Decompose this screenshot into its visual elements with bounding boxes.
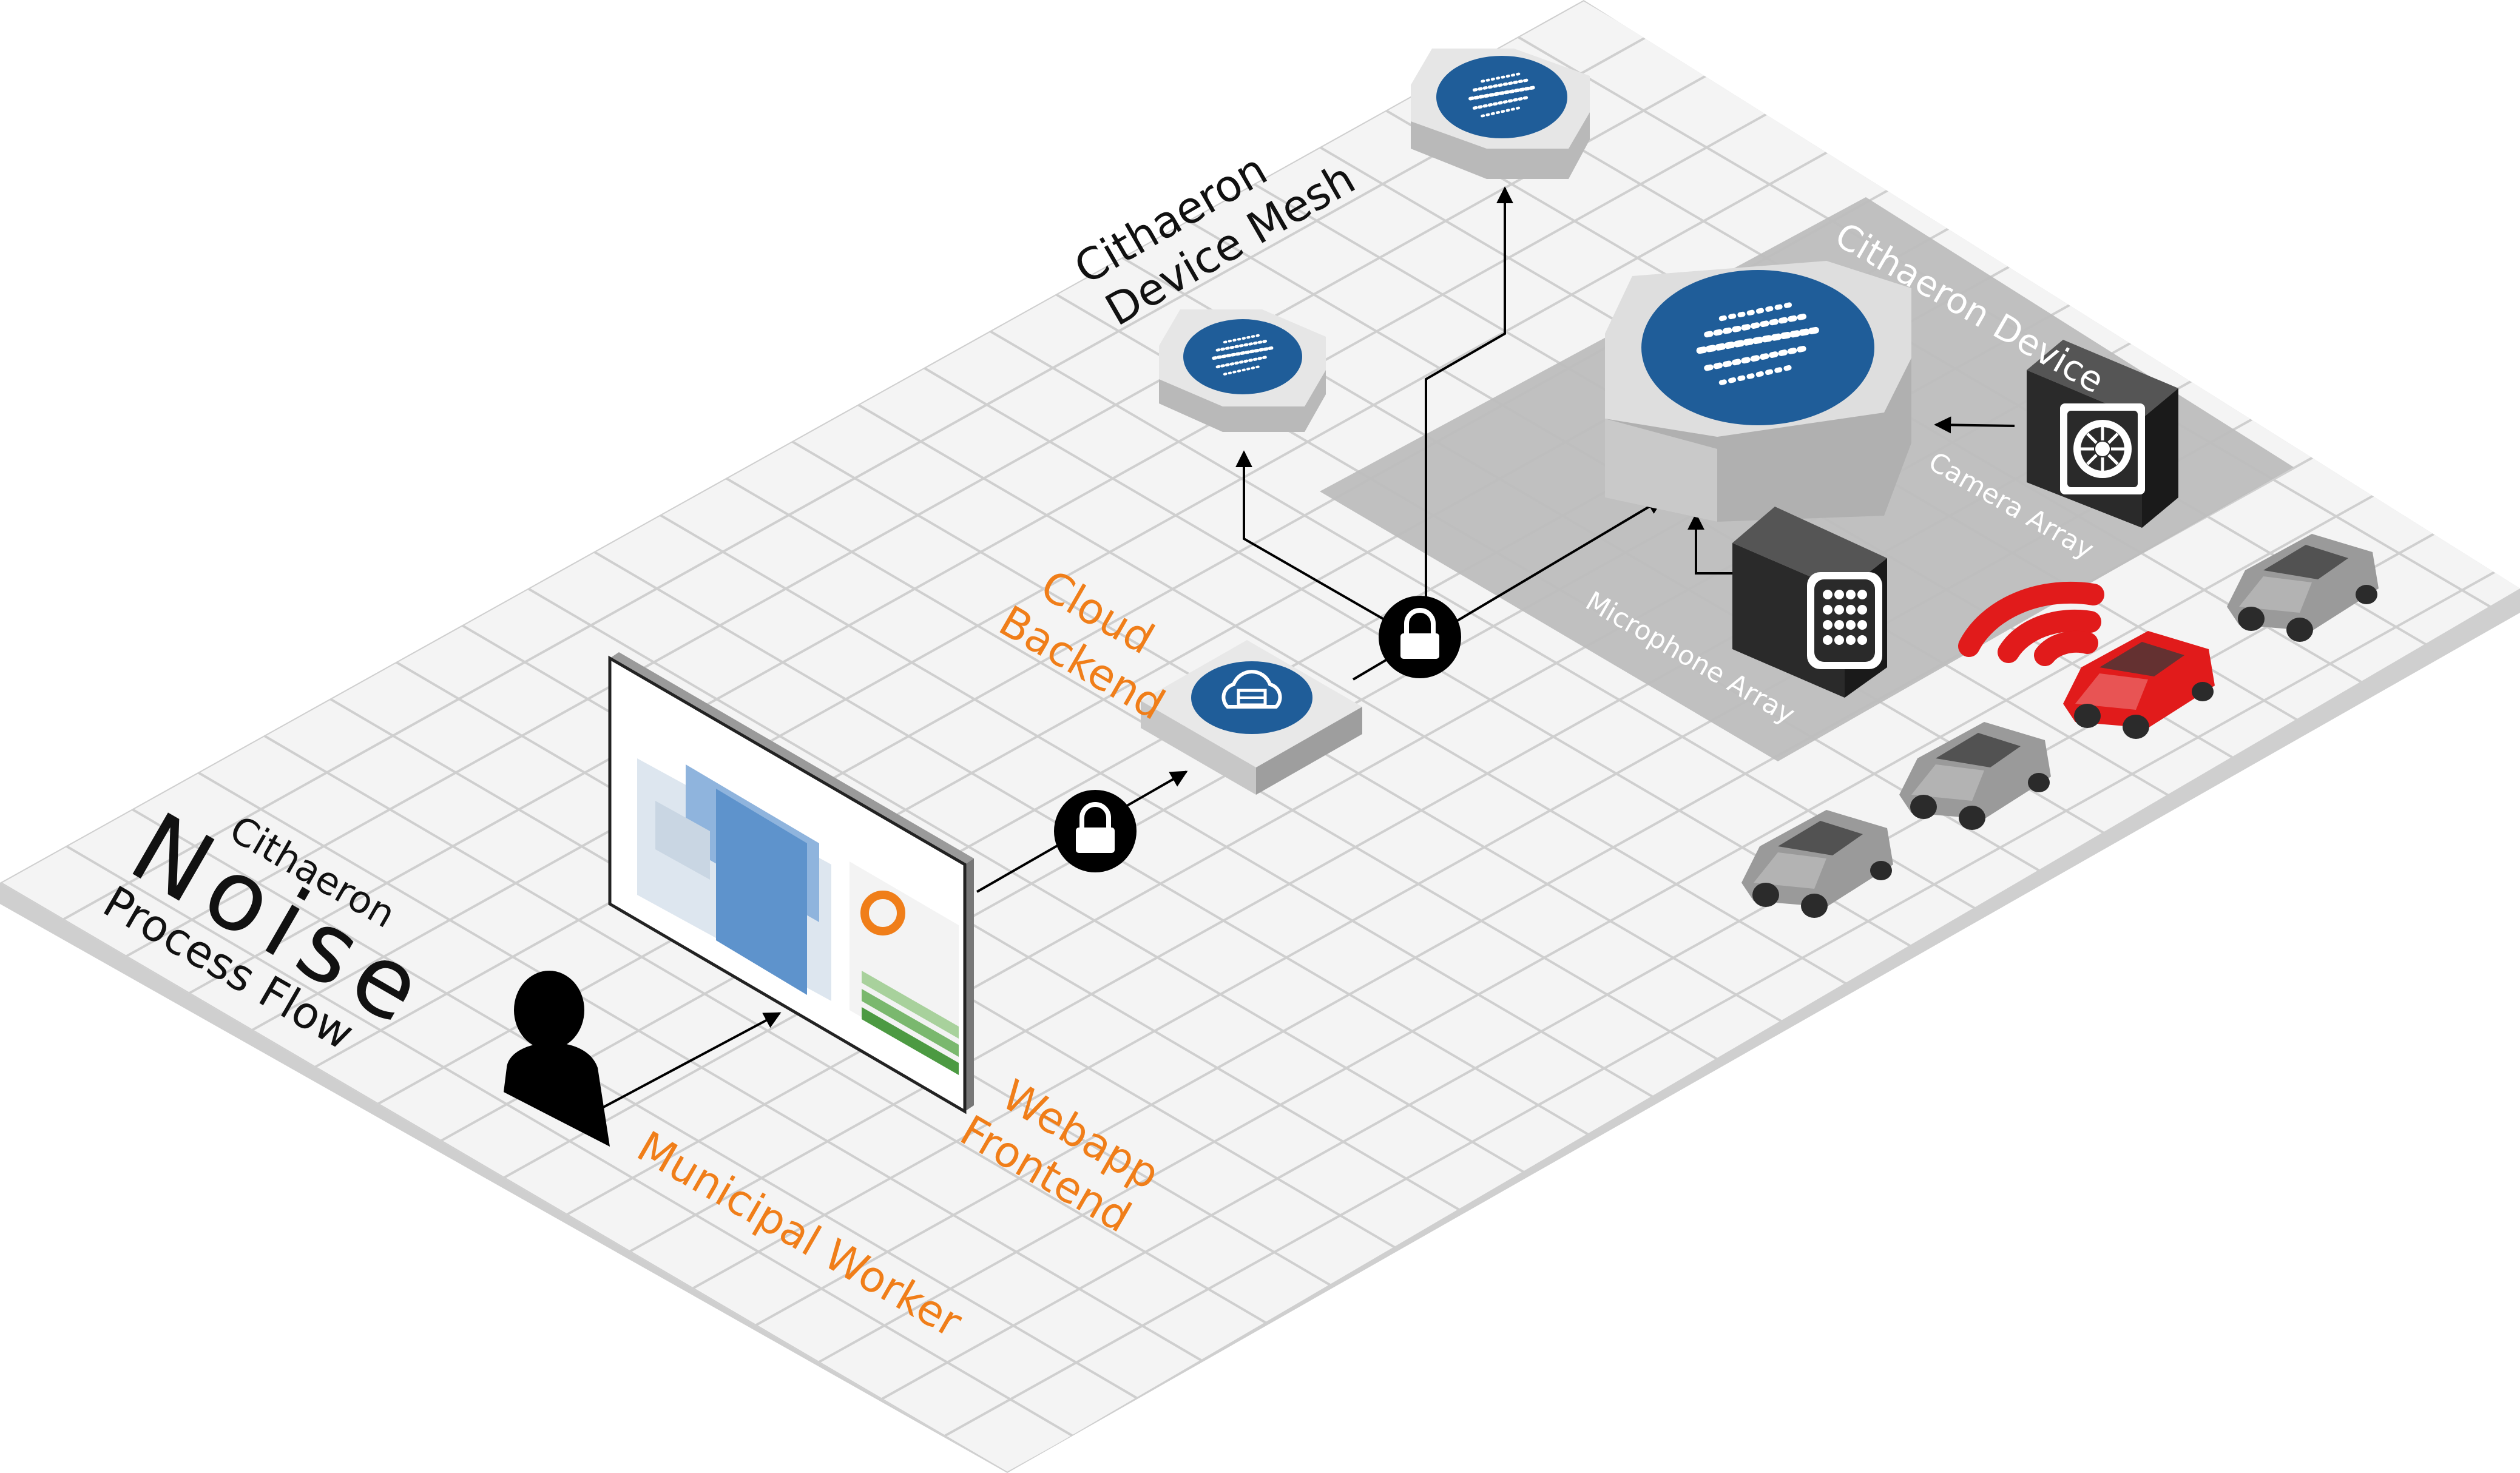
sound-wave-icon <box>1641 270 1874 425</box>
grid-line <box>62 36 1647 921</box>
person-icon <box>504 971 610 1147</box>
lock-icon <box>1379 596 1461 678</box>
device-mesh-node-2 <box>1411 49 1590 179</box>
cloud-icon <box>1191 661 1312 734</box>
wireless-signal-icon <box>1958 581 2104 666</box>
worker-to-webapp-arrow <box>597 1012 782 1111</box>
hub-to-mesh-node-2-arrow <box>1425 186 1513 631</box>
sound-wave-icon <box>1436 56 1567 138</box>
grid-line <box>188 109 1774 995</box>
grid-line <box>817 478 2403 1364</box>
sound-wave-icon <box>1183 319 1302 394</box>
grid-line <box>944 552 2520 1437</box>
webapp-map-thumbnail <box>637 758 831 1001</box>
cloud-backend-node <box>1141 640 1362 795</box>
webapp-frontend-screen <box>608 652 974 1114</box>
camera-to-device-arrow <box>1934 416 2015 434</box>
grid-line <box>0 0 1584 884</box>
grid-line <box>251 146 1836 1031</box>
microphone-array <box>1732 507 1887 698</box>
hub-to-device-arrow <box>1449 497 1664 626</box>
camera-array <box>2027 340 2178 528</box>
grid-line <box>125 72 1711 958</box>
mic-to-device-arrow <box>1687 513 1732 575</box>
lock-icon <box>1054 790 1137 872</box>
webapp-sidebar-thumbnail <box>850 861 959 1075</box>
camera-icon <box>2060 403 2145 494</box>
microphone-icon <box>1807 572 1882 669</box>
hub-to-mesh-node-1-arrow <box>1235 450 1420 641</box>
device-mesh-node-1 <box>1159 309 1326 432</box>
donut-chart-icon <box>860 891 905 935</box>
cithaeron-device-main <box>1605 261 1911 522</box>
